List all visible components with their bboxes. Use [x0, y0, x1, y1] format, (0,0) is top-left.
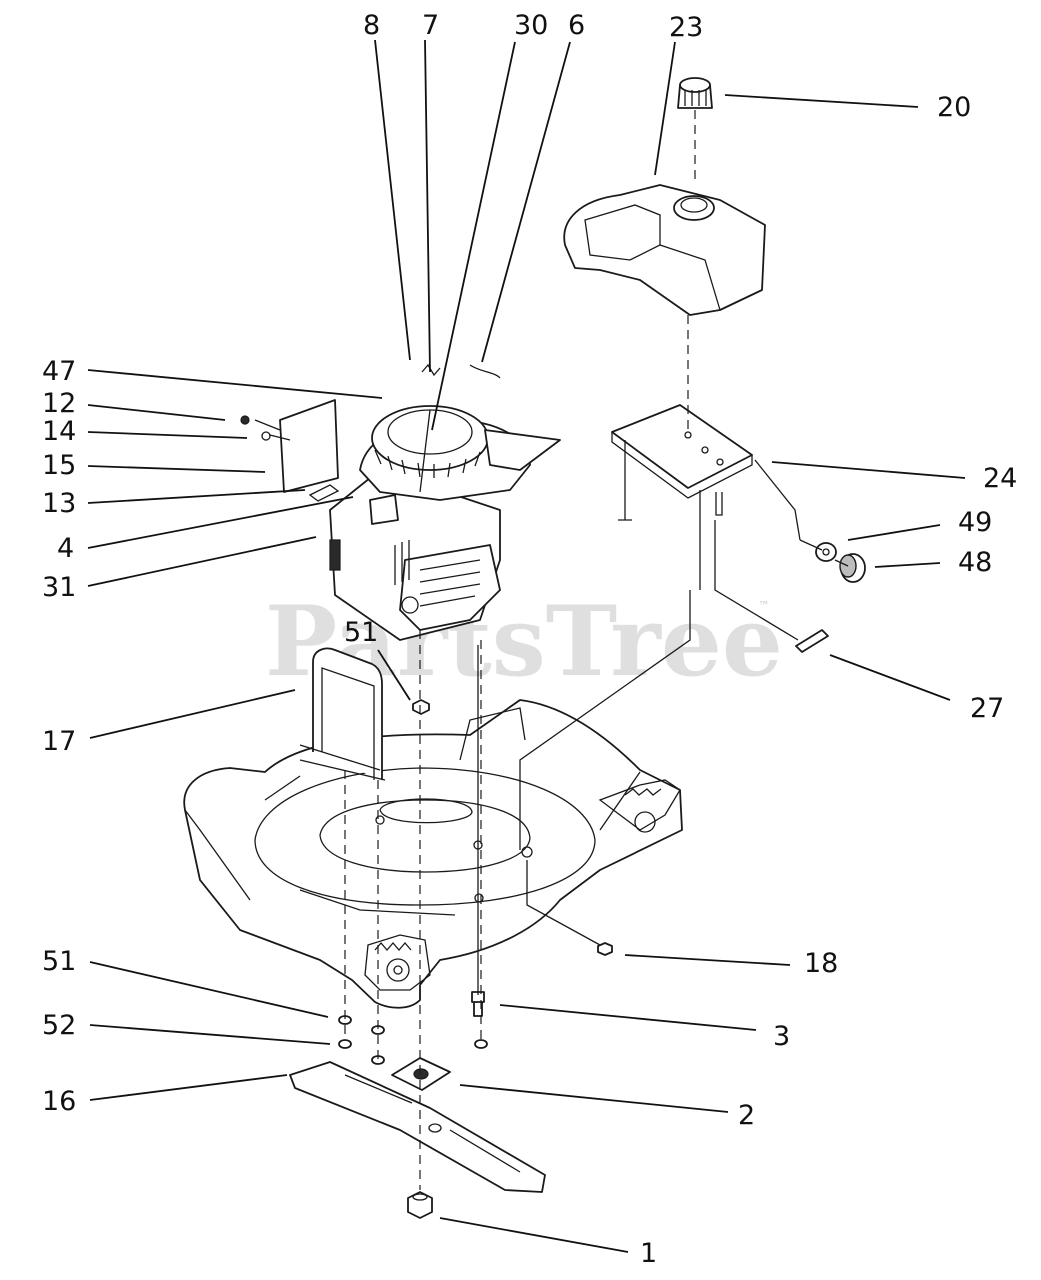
trademark-symbol: ™: [758, 599, 770, 613]
hardware: [338, 699, 613, 1065]
callout-8: 8: [363, 10, 380, 41]
blade: [289, 1061, 546, 1193]
callout-1: 1: [640, 1238, 657, 1269]
callout-13: 13: [42, 488, 76, 519]
callout-12: 12: [42, 388, 76, 419]
callout-48: 48: [958, 547, 992, 578]
callout-23: 23: [669, 12, 703, 43]
callout-52: 52: [42, 1010, 76, 1041]
callout-labels: 8 7 30 6 23 20 47 12 14 15 13 4 31 24 49…: [42, 10, 1017, 1269]
clip: [795, 629, 829, 653]
callout-20: 20: [937, 92, 971, 123]
blade-nut: [407, 1191, 433, 1219]
callout-27: 27: [970, 693, 1004, 724]
callout-24: 24: [983, 463, 1017, 494]
callout-7: 7: [422, 10, 439, 41]
fuel-cap: [677, 77, 713, 109]
callout-30: 30: [514, 10, 548, 41]
callout-51-top: 51: [344, 617, 378, 648]
blade-adapter: [391, 1057, 451, 1091]
leader-lines: [87, 39, 966, 1253]
throttle-bracket: [240, 399, 340, 502]
callout-51-bottom: 51: [42, 946, 76, 977]
callout-16: 16: [42, 1086, 76, 1117]
callout-14: 14: [42, 416, 76, 447]
callout-15: 15: [42, 450, 76, 481]
callout-2: 2: [738, 1100, 755, 1131]
mower-deck: [183, 699, 683, 1009]
callout-6: 6: [568, 10, 585, 41]
assembly-lines: [254, 110, 849, 1190]
callout-49: 49: [958, 507, 992, 538]
callout-47: 47: [42, 356, 76, 387]
callout-17: 17: [42, 726, 76, 757]
handle-bail: [299, 647, 386, 781]
callout-4: 4: [57, 533, 74, 564]
callout-3: 3: [773, 1021, 790, 1052]
engine: [329, 405, 561, 641]
callout-31: 31: [42, 572, 76, 603]
washer-and-knob: [815, 542, 866, 583]
fuel-tank: [563, 184, 766, 316]
callout-18: 18: [804, 948, 838, 979]
tank-bracket: [611, 404, 801, 590]
